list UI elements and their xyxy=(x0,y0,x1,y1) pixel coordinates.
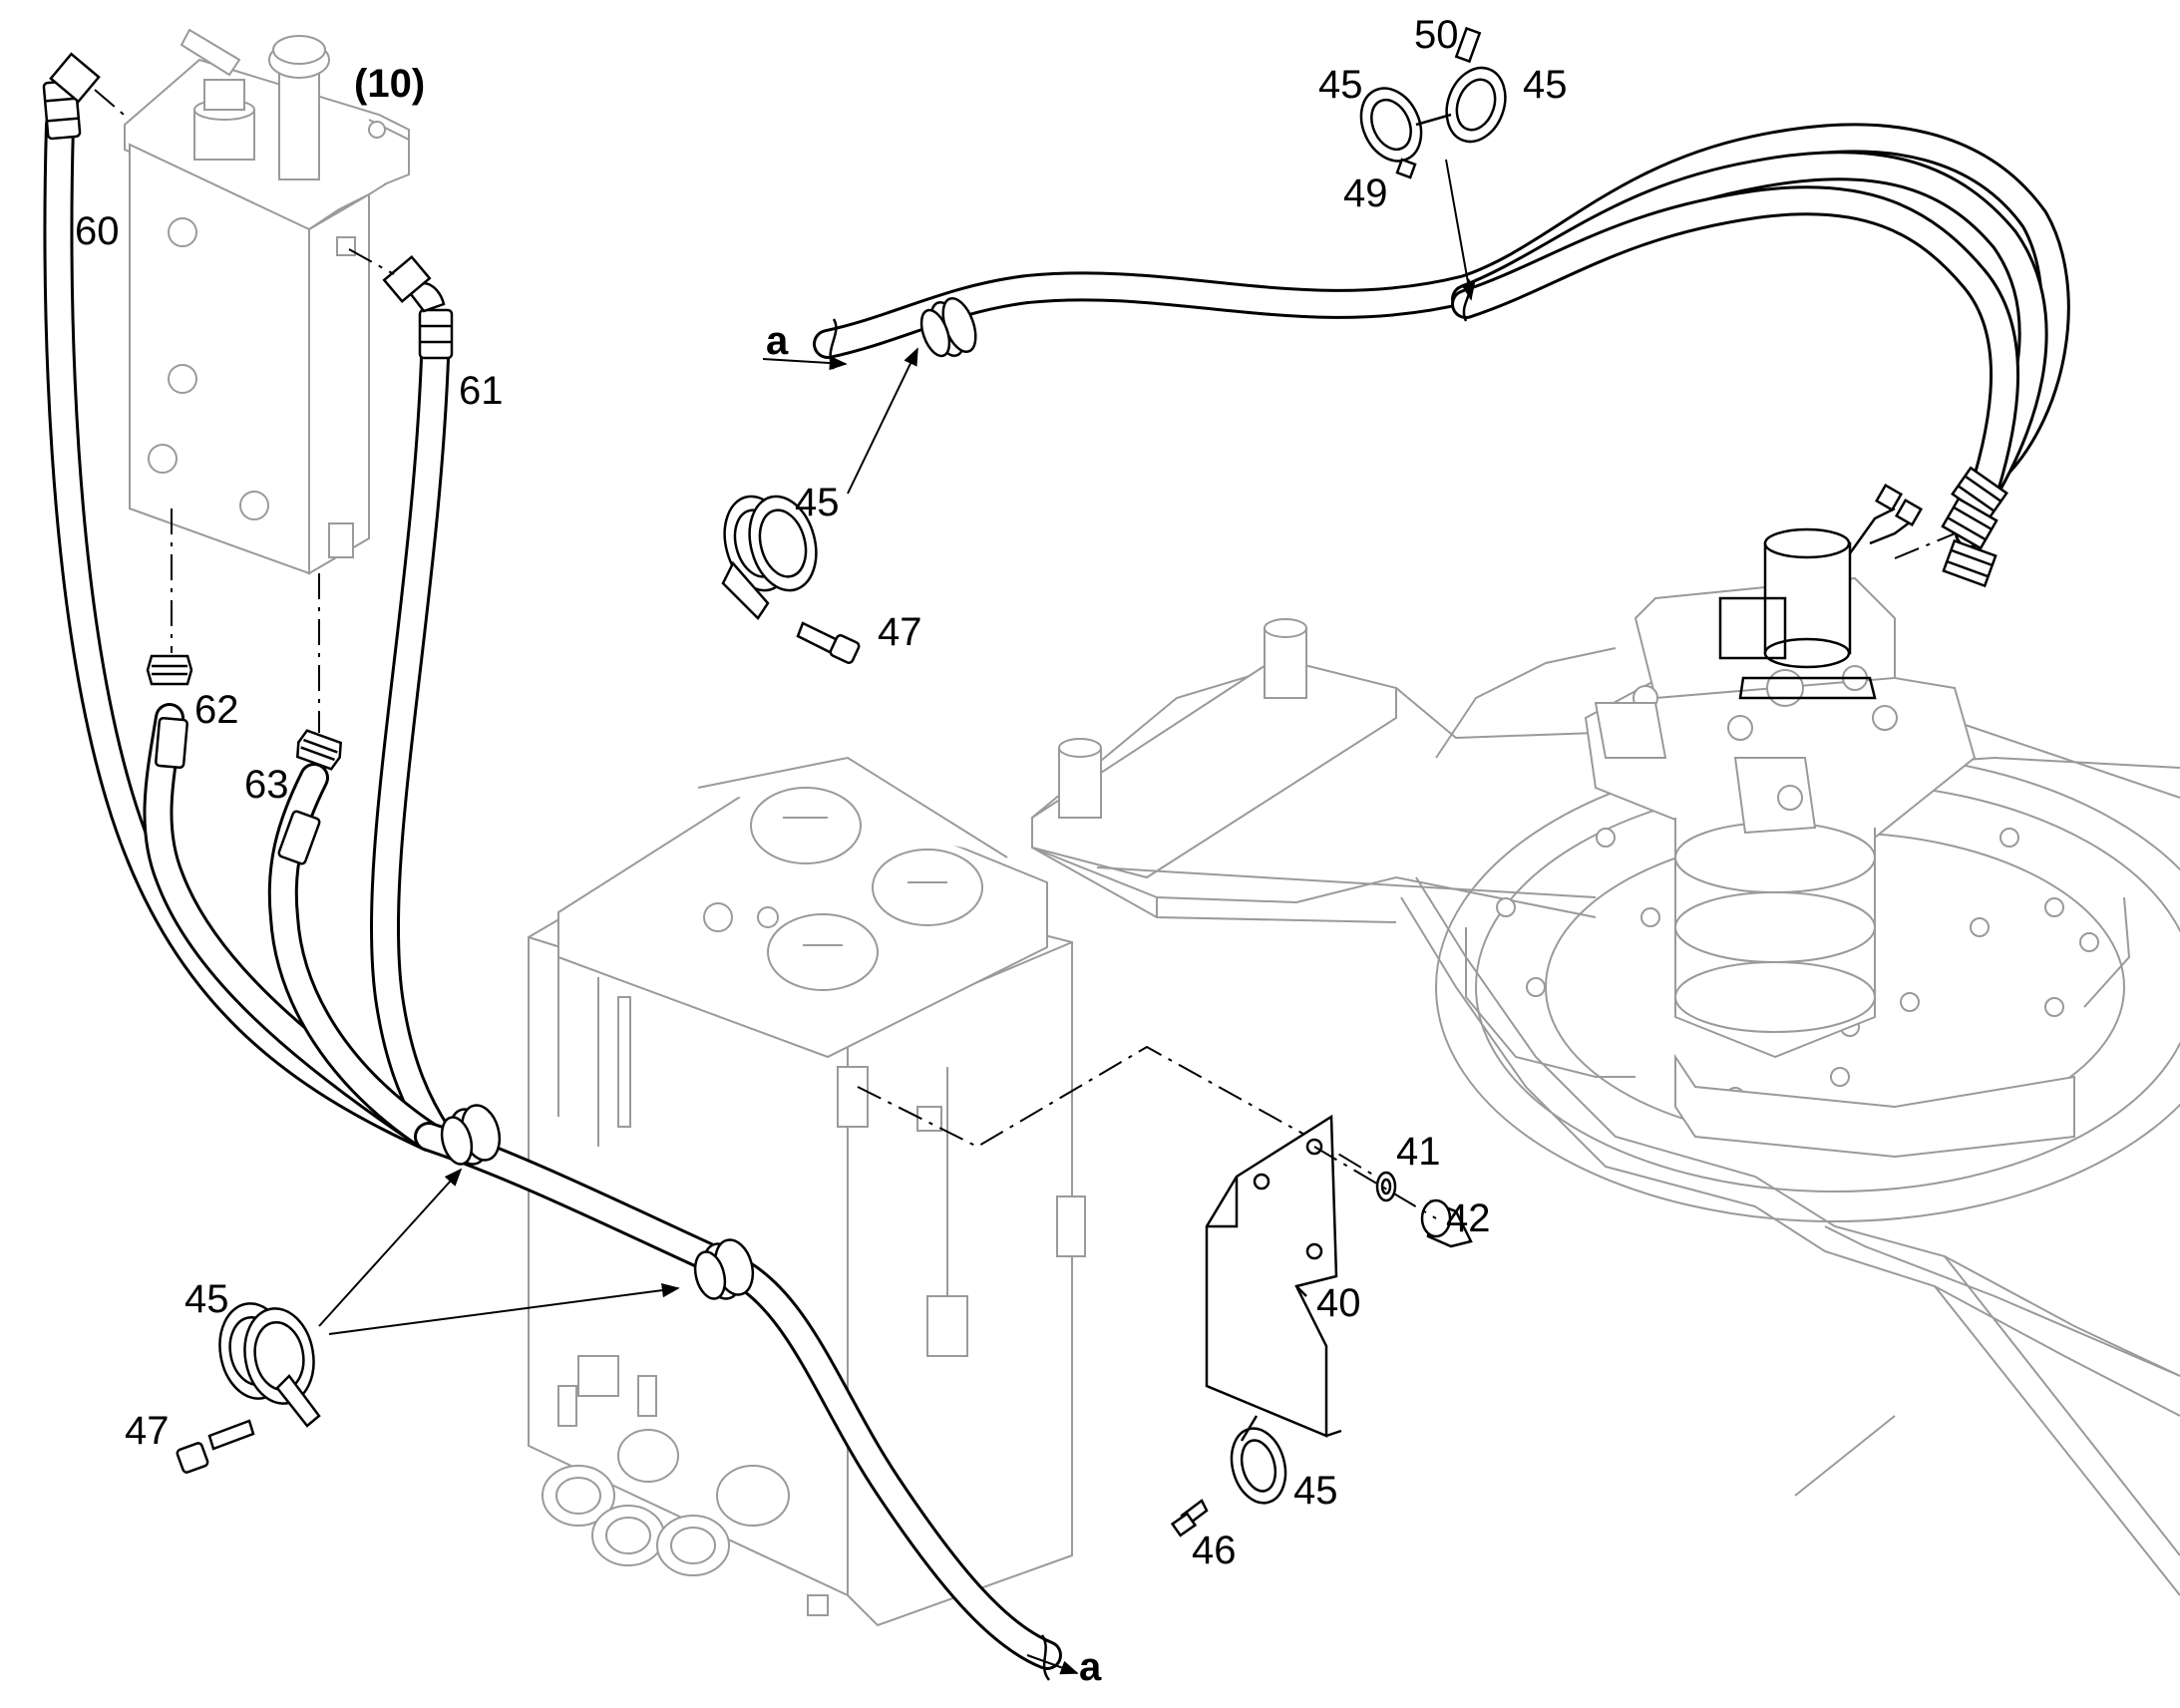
callout-63: 63 xyxy=(244,763,289,807)
callout-47-mid: 47 xyxy=(878,610,922,654)
hydraulic-tank xyxy=(124,28,410,575)
callout-45-mid: 45 xyxy=(795,481,840,524)
clamp-45-mid xyxy=(721,347,918,620)
connector-a-top: a xyxy=(766,319,789,363)
hose-63 xyxy=(267,573,444,1152)
callout-60: 60 xyxy=(75,209,120,253)
callout-42: 42 xyxy=(1446,1196,1491,1240)
bracket-axis-dash xyxy=(1313,1146,1437,1219)
hose-62 xyxy=(143,509,444,1152)
hose-61 xyxy=(348,248,454,1152)
clamp-pair-top xyxy=(1359,26,1507,301)
callout-50: 50 xyxy=(1414,13,1459,57)
rotary-union xyxy=(1718,483,1981,700)
callout-47-low: 47 xyxy=(125,1409,170,1453)
callout-41: 41 xyxy=(1396,1130,1441,1174)
grommet-lower-right xyxy=(693,1238,755,1300)
screw-46 xyxy=(1170,1499,1209,1537)
grommet-top-hose xyxy=(919,297,977,358)
washer-41 xyxy=(1375,1171,1397,1202)
callout-45-low: 45 xyxy=(184,1277,229,1321)
connector-a-bottom: a xyxy=(1079,1645,1102,1689)
assembly-label: (10) xyxy=(354,62,425,106)
rotary-motor xyxy=(1584,576,2075,1159)
callout-61: 61 xyxy=(459,369,504,413)
clamp-45-bracket xyxy=(1230,1415,1287,1505)
control-valve-block xyxy=(528,756,1377,1627)
hose-60 xyxy=(42,52,444,1152)
callout-45-bracket: 45 xyxy=(1293,1469,1338,1513)
callout-62: 62 xyxy=(194,688,239,732)
callout-46: 46 xyxy=(1192,1529,1237,1572)
clamp-45-low xyxy=(218,1168,680,1428)
connector-a-bottom-arrow xyxy=(1026,1654,1079,1675)
bracket-40 xyxy=(1205,1114,1342,1438)
screw-47-low xyxy=(176,1419,255,1474)
callout-45-top-left: 45 xyxy=(1318,63,1363,107)
connector-a-top-arrow xyxy=(762,355,848,371)
grommet-lower-left xyxy=(440,1104,502,1166)
base-plate-with-posts xyxy=(1031,618,1597,898)
hose-bundle-upper xyxy=(813,123,2070,588)
hose-main-lower xyxy=(414,1122,1062,1681)
callout-40: 40 xyxy=(1316,1281,1361,1325)
callout-45-top-right: 45 xyxy=(1523,63,1568,107)
callout-49: 49 xyxy=(1343,171,1388,215)
screw-47-mid xyxy=(796,621,861,664)
